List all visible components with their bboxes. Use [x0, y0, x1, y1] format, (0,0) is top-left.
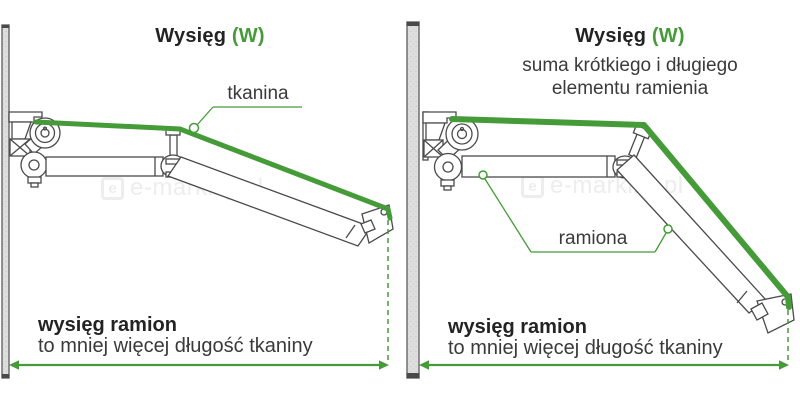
fabric-roller [29, 117, 61, 149]
left-measure-caption: wysięg ramion to mniej więcej długość tk… [38, 314, 313, 357]
wall-bracket [8, 111, 53, 157]
title-word: Wysięg [575, 25, 647, 47]
measure-caption-text: to mniej więcej długość tkaniny [448, 337, 723, 359]
wall-bottom-cap [406, 373, 420, 378]
watermark-logo-icon: e [101, 176, 124, 200]
left-diagram [1, 24, 394, 379]
right-subtitle-line1: suma krótkiego i długiego [522, 55, 738, 76]
arms-callout-line [478, 170, 673, 253]
title-symbol: (W) [651, 25, 685, 47]
arm-pivot [433, 152, 463, 191]
wall [1, 24, 10, 379]
arms-label: ramiona [558, 228, 628, 249]
right-subtitle-line2: elementu ramienia [551, 78, 709, 99]
arm-short-segment [45, 156, 164, 177]
front-profile-end [360, 204, 394, 245]
measure-caption-bold: wysięg ramion [448, 316, 587, 338]
arm-long-segment [166, 156, 373, 247]
wall-bottom-cap [1, 374, 10, 378]
title-symbol: (W) [231, 25, 265, 47]
awning-fabric-line [449, 116, 792, 310]
wall-top-cap [1, 25, 10, 28]
right-diagram [406, 21, 795, 379]
arm-pivot [20, 151, 48, 188]
left-panel-title: Wysięg (W) [60, 25, 360, 48]
right-measure-caption: wysięg ramion to mniej więcej długość tk… [448, 316, 723, 359]
wall-top-cap [406, 22, 420, 26]
awning-fabric-line [33, 119, 393, 221]
title-word: Wysięg [155, 25, 227, 47]
fabric-callout-line [188, 106, 302, 134]
wall [406, 21, 420, 379]
projection-measure-arrow [9, 360, 389, 370]
measure-caption-bold: wysięg ramion [38, 314, 177, 336]
projection-measure-arrow [419, 360, 789, 370]
arm-long-segment [616, 154, 767, 314]
right-panel-title: Wysięg (W) [480, 25, 780, 48]
front-profile-end [750, 293, 795, 334]
fabric-label: tkanina [227, 83, 289, 104]
fabric-roller [445, 117, 479, 151]
measure-caption-text: to mniej więcej długość tkaniny [38, 335, 313, 357]
